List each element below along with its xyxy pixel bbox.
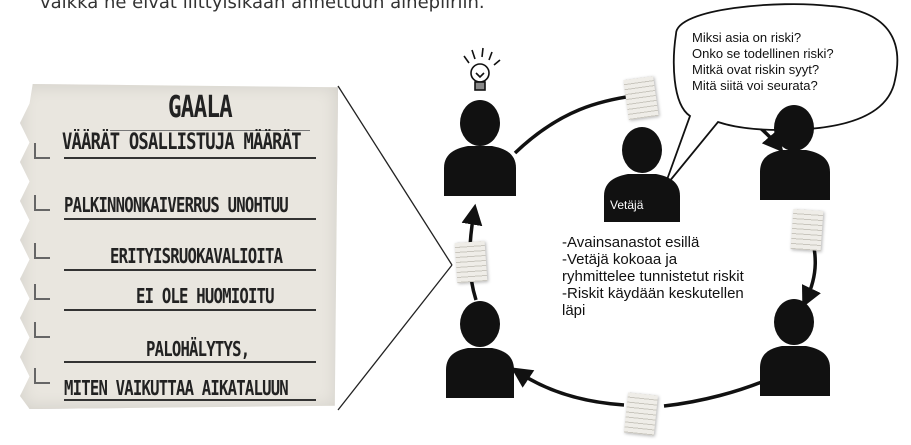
note-bullet	[34, 284, 50, 300]
note-bullet	[34, 243, 50, 259]
leader-icon	[604, 127, 680, 222]
speech-bubble	[663, 3, 899, 189]
note-item: EI OLE HUOMIOITU	[136, 284, 275, 308]
note-item: PALKINNONKAIVERRUS UNOHTUU	[64, 193, 289, 217]
note-underline	[64, 309, 316, 311]
person-icon	[444, 100, 516, 196]
info-line: -Vetäjä kokoaa ja	[562, 251, 678, 268]
info-line: ryhmittelee tunnistetut riskit	[562, 268, 744, 285]
note-item: VÄÄRÄT OSALLISTUJA MÄÄRÄT	[62, 130, 302, 155]
cycle-arrow	[511, 367, 625, 407]
risk-note	[20, 84, 338, 409]
lightbulb-icon	[463, 47, 501, 91]
person-icon	[760, 299, 830, 396]
speech-text: Miksi asia on riski? Onko se todellinen …	[692, 30, 834, 94]
note-item: ERITYISRUOKAVALIOITA	[110, 244, 283, 268]
note-item: PALOHÄLYTYS,	[146, 337, 250, 361]
info-line: -Avainsanastot esillä	[562, 234, 700, 251]
info-text: -Avainsanastot esillä -Vetäjä kokoaa ja …	[562, 234, 786, 319]
note-bullet	[34, 322, 50, 338]
note-underline	[64, 269, 316, 271]
note-item: MITEN VAIKUTTAA AIKATALUUN	[64, 376, 289, 400]
note-paper	[623, 76, 659, 120]
cycle-arrow	[513, 93, 641, 155]
note-underline	[64, 157, 316, 159]
note-bullet	[34, 368, 50, 384]
note-title: GAALA	[168, 90, 233, 125]
person-icon	[760, 105, 830, 200]
leader-label: Vetäjä	[610, 198, 644, 212]
cycle-arrow	[663, 374, 777, 408]
note-title-underline	[110, 130, 310, 131]
callout-line	[337, 264, 453, 411]
note-paper	[454, 241, 488, 283]
note-underline	[64, 399, 316, 401]
note-underline	[64, 218, 316, 220]
info-line: -Riskit käydään keskutellen	[562, 285, 744, 302]
info-line: läpi	[562, 302, 586, 319]
speech-line: Onko se todellinen riski?	[692, 46, 834, 61]
note-paper	[790, 209, 824, 251]
note-underline	[64, 361, 316, 363]
speech-line: Mitä siitä voi seurata?	[692, 78, 818, 93]
speech-line: Miksi asia on riski?	[692, 30, 802, 45]
note-bullet	[34, 143, 50, 159]
header-text: vaikka ne eivät liittyisikään annettuun …	[40, 0, 485, 13]
callout-line	[337, 85, 453, 266]
speech-line: Mitkä ovat riskin syyt?	[692, 62, 820, 77]
note-paper	[623, 392, 659, 436]
person-icon	[446, 301, 514, 398]
note-bullet	[34, 195, 50, 211]
